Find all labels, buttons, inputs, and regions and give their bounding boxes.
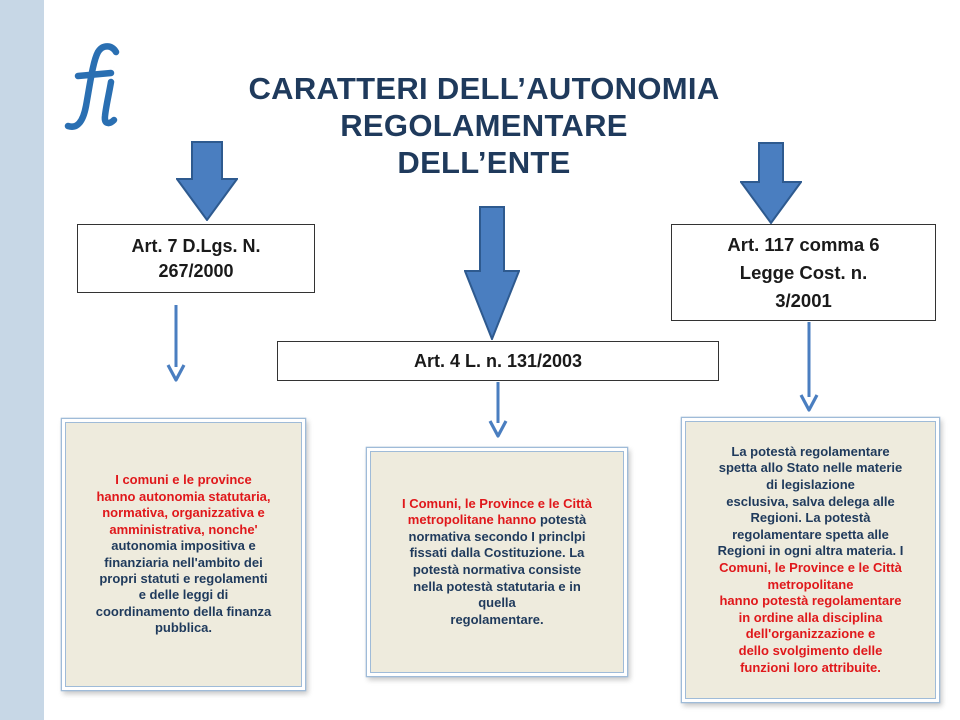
desc-left-line-4: amministrativa, nonche' [109, 521, 258, 537]
article-right-line-1: Art. 117 comma 6 [727, 233, 880, 255]
down-arrow-middle-icon [464, 206, 520, 340]
connector-arrow-middle-icon [488, 382, 508, 438]
desc-right-line-10: hanno potestà regolamentare [719, 593, 902, 609]
desc-middle-line-5: potestà normativa consiste [412, 562, 582, 577]
desc-middle-line-2-red: metropolitane hanno [407, 512, 537, 528]
desc-left-line-10: pubblica. [154, 620, 213, 636]
desc-left-line-3: normativa, organizzativa e [102, 505, 265, 521]
desc-right-line-7-navy: Regioni in ogni altra materia. [717, 543, 897, 559]
article-right-line-3: 3/2001 [775, 289, 832, 311]
article-box-right: Art. 117 comma 6 Legge Cost. n. 3/2001 [671, 224, 936, 321]
desc-right-line-11: in ordine alla disciplina [738, 609, 883, 625]
fi-logo-icon [64, 43, 120, 130]
desc-middle-line-2-navy: potestà [536, 512, 587, 528]
desc-right-line-6: regolamentare spetta alle [732, 526, 889, 542]
connector-arrow-left-icon [166, 305, 186, 382]
connector-arrow-right-icon [799, 322, 819, 412]
desc-left-line-7: propri statuti e regolamenti [99, 570, 268, 586]
article-box-middle: Art. 4 L. n. 131/2003 [277, 341, 719, 381]
desc-left-line-6: finanziaria nell'ambito dei [104, 554, 263, 570]
title-line-2: REGOLAMENTARE [340, 108, 628, 143]
desc-right-line-9: metropolitane [767, 576, 854, 592]
description-box-right: La potestà regolamentare spetta allo Sta… [685, 421, 936, 699]
desc-right-line-14: funzioni loro attribuite. [740, 659, 881, 675]
down-arrow-left-icon [176, 141, 238, 221]
description-box-middle: I Comuni, le Province e le Città metropo… [370, 451, 624, 673]
desc-middle-line-1: I Comuni, le Province e le Città [402, 495, 592, 511]
title-line-3: DELL’ENTE [397, 145, 571, 180]
desc-middle-line-8: regolamentare. [450, 611, 544, 627]
desc-left-line-1: I comuni e le province [115, 472, 252, 488]
desc-right-line-7-tail: I [896, 543, 904, 559]
desc-right-line-4: esclusiva, salva delega alle [726, 493, 895, 509]
desc-right-line-8: Comuni, le Province e le Città [719, 560, 902, 575]
desc-middle-line-2: metropolitane hanno potestà [371, 512, 623, 529]
desc-right-line-7: Regioni in ogni altra materia. I [686, 543, 935, 560]
desc-right-line-12: dell'organizzazione e [745, 626, 876, 642]
desc-middle-line-6: nella potestà statutaria e in [413, 578, 581, 594]
down-arrow-right-icon [740, 142, 802, 224]
desc-right-line-3: di legislazione [766, 477, 855, 493]
desc-left-line-2: hanno autonomia statutaria, [96, 488, 271, 504]
desc-right-line-13: dello svolgimento delle [738, 642, 883, 658]
description-box-left: I comuni e le province hanno autonomia s… [65, 422, 302, 687]
article-left-line-1: Art. 7 D.Lgs. N. [131, 235, 261, 256]
desc-left-line-9: coordinamento della finanza [95, 603, 272, 619]
left-side-band [0, 0, 44, 720]
article-middle-text: Art. 4 L. n. 131/2003 [413, 350, 583, 371]
title-line-1: CARATTERI DELL’AUTONOMIA [248, 71, 720, 106]
desc-middle-line-7: quella [478, 595, 516, 611]
page-title: CARATTERI DELL’AUTONOMIA REGOLAMENTARE D… [170, 70, 798, 181]
article-box-left: Art. 7 D.Lgs. N. 267/2000 [77, 224, 315, 293]
desc-middle-line-4: fissati dalla Costituzione. La [409, 545, 585, 561]
desc-middle-line-3: normativa secondo I princlpi [408, 528, 586, 544]
desc-right-line-1: La potestà regolamentare [731, 443, 890, 459]
article-left-line-2: 267/2000 [158, 260, 234, 281]
desc-right-line-2: spetta allo Stato nelle materie [718, 460, 903, 476]
desc-left-line-5: autonomia impositiva e [111, 538, 256, 554]
article-right-line-2: Legge Cost. n. [739, 261, 868, 283]
desc-right-line-5: Regioni. La potestà [750, 510, 871, 526]
desc-left-line-8: e delle leggi di [138, 587, 229, 603]
